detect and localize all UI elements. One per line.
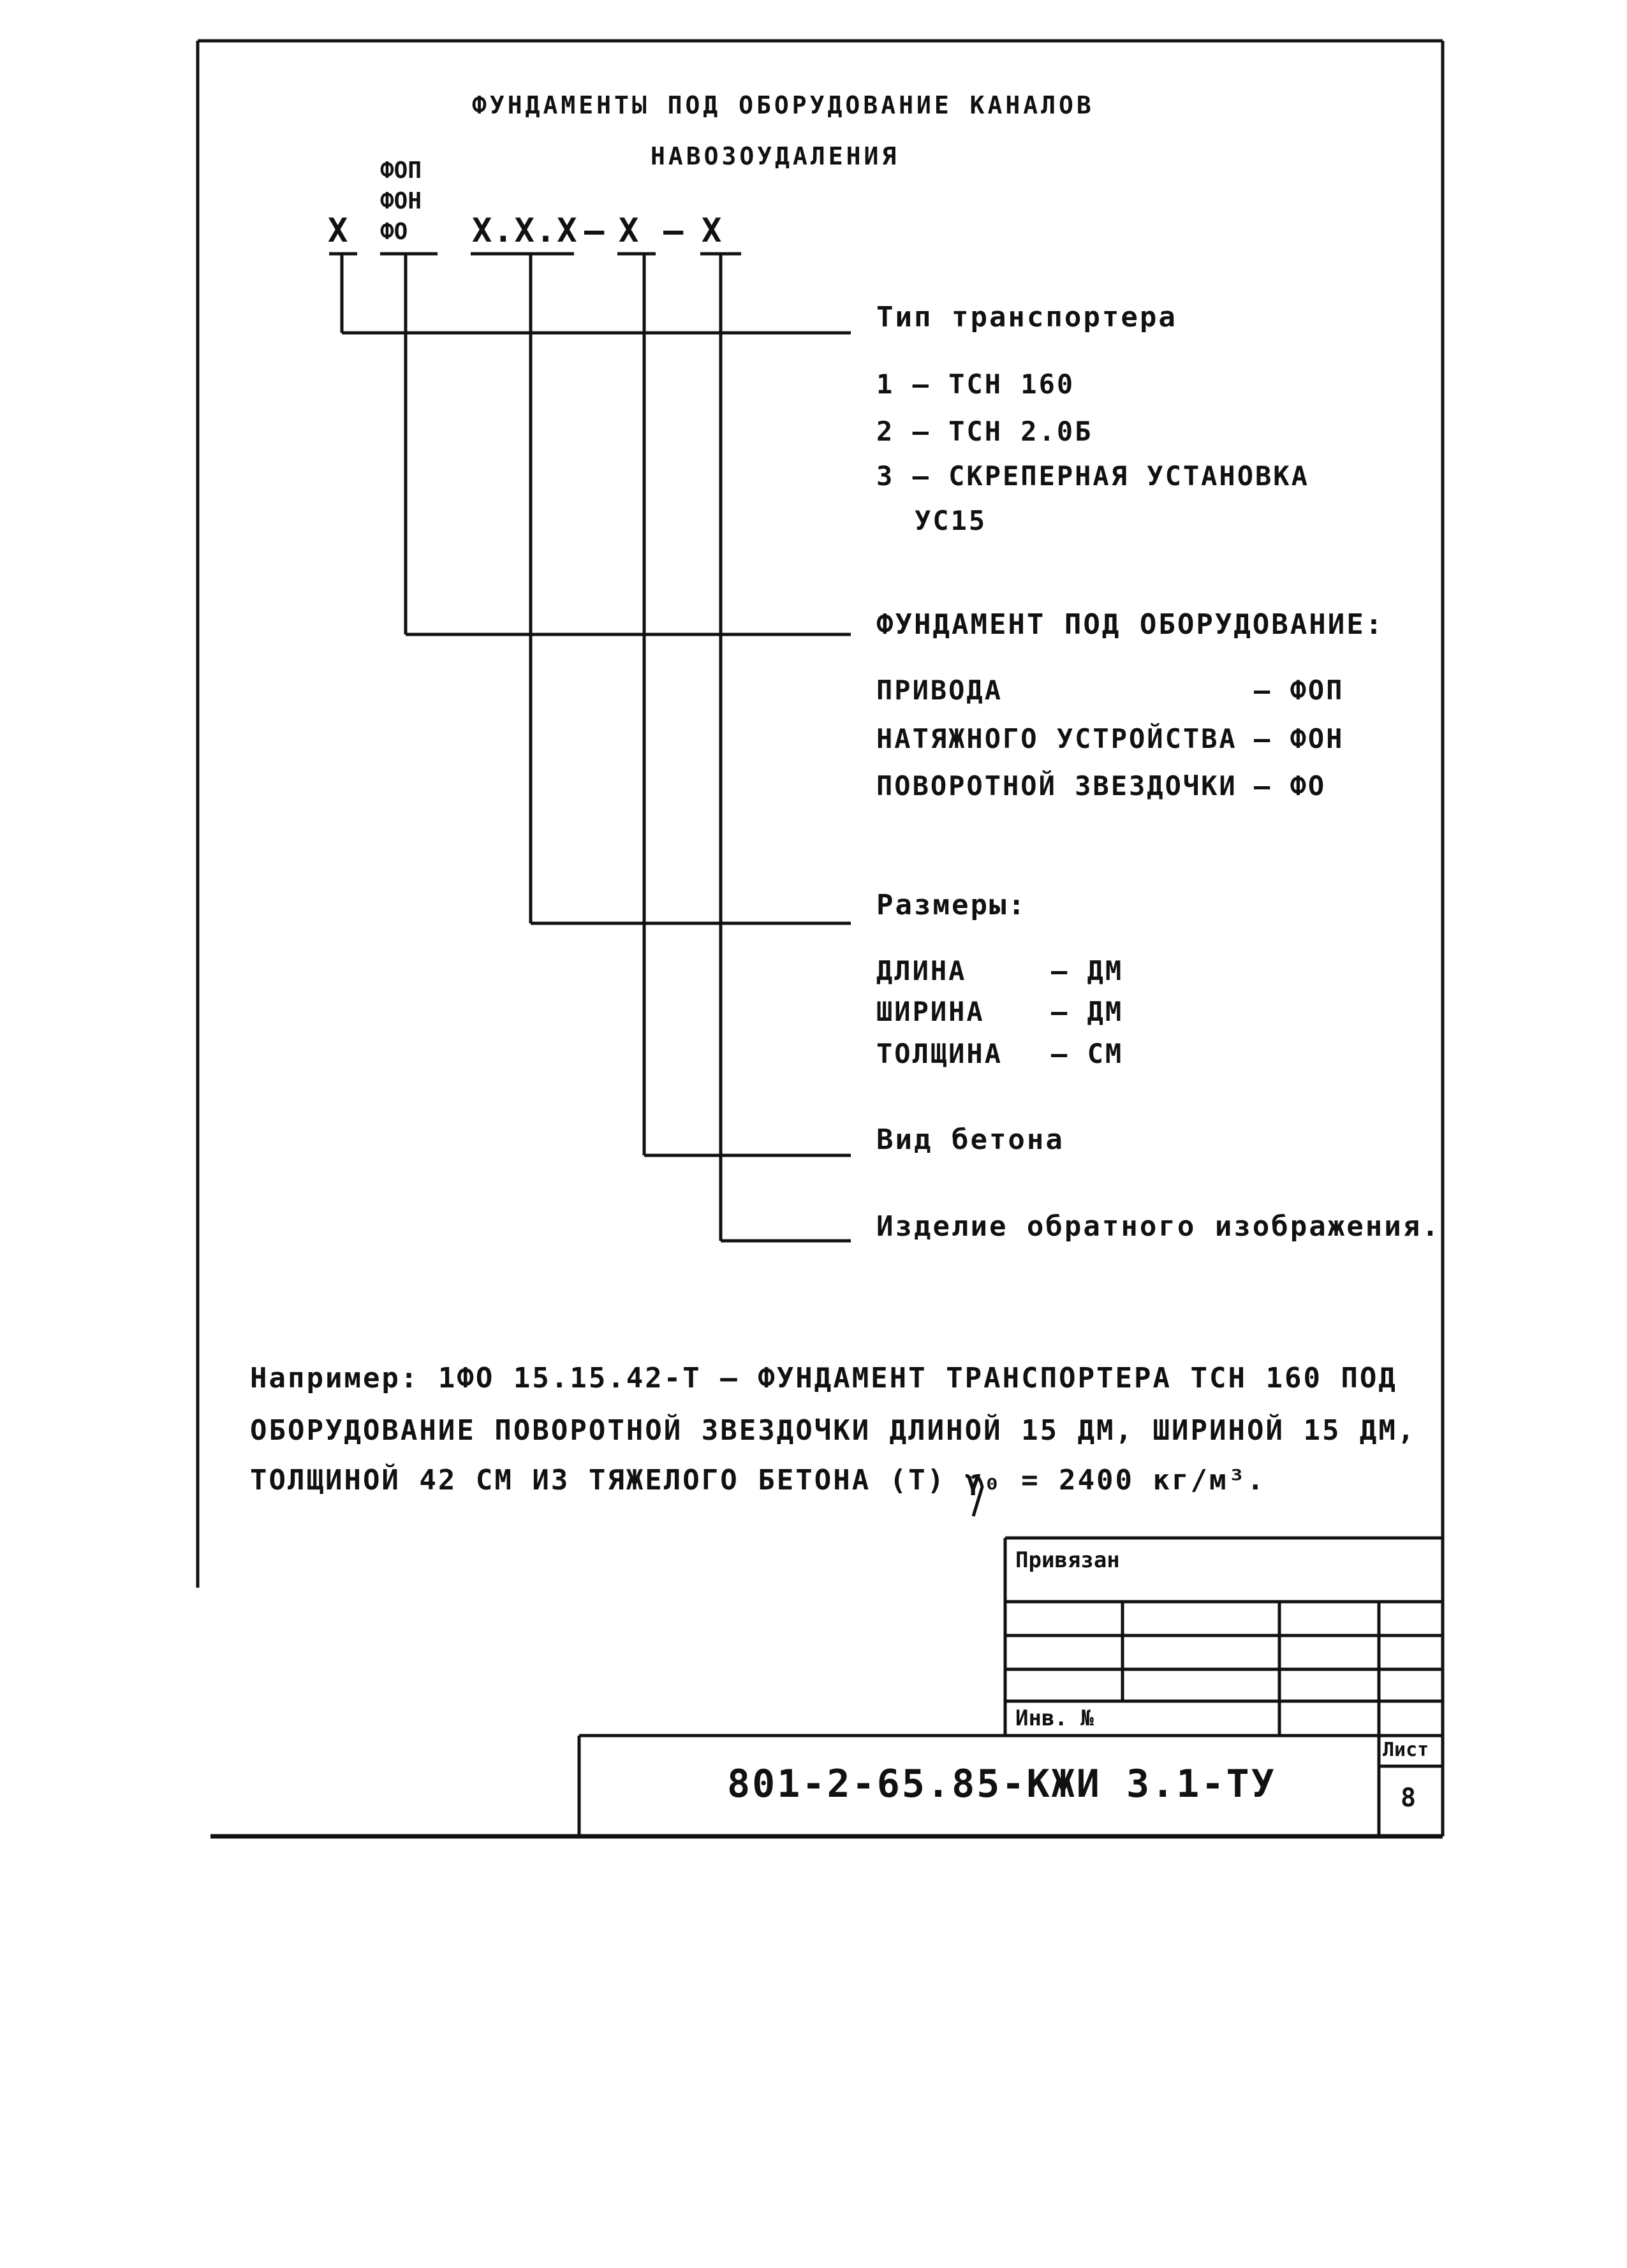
foundation-item-code: – ФОП xyxy=(1254,675,1344,706)
foundation-item-code: – ФО xyxy=(1254,770,1327,801)
size-item-unit: – СМ xyxy=(1051,1038,1124,1069)
code-dash-1: – xyxy=(584,212,606,250)
size-item-name: ТОЛЩИНА xyxy=(876,1038,1003,1069)
size-item-name: ШИРИНА xyxy=(876,996,985,1027)
code-mirror: Х xyxy=(702,212,723,250)
code-concrete: Х xyxy=(619,212,640,250)
document-number: 801-2-65.85-КЖИ 3.1-ТУ xyxy=(727,1762,1276,1806)
size-item-unit: – ДМ xyxy=(1051,996,1124,1027)
code-prefix: Х xyxy=(328,212,350,250)
example-line-1: Например: 1ФО 15.15.42-Т – ФУНДАМЕНТ ТРА… xyxy=(250,1362,1397,1394)
gamma-symbol xyxy=(971,1474,984,1517)
conveyor-item: УС15 xyxy=(915,505,987,536)
size-item-name: ДЛИНА xyxy=(876,955,967,986)
example-line-2: ОБОРУДОВАНИЕ ПОВОРОТНОЙ ЗВЕЗДОЧКИ ДЛИНОЙ… xyxy=(250,1414,1417,1447)
foundation-item-code: – ФОН xyxy=(1254,723,1344,754)
conveyor-item: 2 – ТСН 2.0Б xyxy=(876,416,1093,447)
sheet-label: Лист xyxy=(1383,1739,1429,1761)
conveyor-item: 1 – ТСН 160 xyxy=(876,369,1075,400)
size-item-unit: – ДМ xyxy=(1051,955,1124,986)
code-sizes: Х.Х.Х xyxy=(472,212,578,250)
code-dash-2: – xyxy=(663,212,685,250)
foundation-heading: ФУНДАМЕНТ ПОД ОБОРУДОВАНИЕ: xyxy=(876,608,1385,641)
example-line-3: ТОЛЩИНОЙ 42 СМ ИЗ ТЯЖЕЛОГО БЕТОНА (Т) γ₀… xyxy=(250,1464,1266,1496)
title-line-2: НАВОЗОУДАЛЕНИЯ xyxy=(651,142,900,170)
stamp-bound-label: Привязан xyxy=(1015,1547,1120,1573)
sizes-heading: Размеры: xyxy=(876,889,1027,921)
foundation-item-name: НАТЯЖНОГО УСТРОЙСТВА xyxy=(876,723,1237,754)
sheet-number: 8 xyxy=(1401,1783,1417,1813)
variant-fo: ФО xyxy=(380,219,408,245)
foundation-item-name: ПОВОРОТНОЙ ЗВЕЗДОЧКИ xyxy=(876,770,1237,801)
variant-fop: ФОП xyxy=(380,157,422,184)
stamp-inv-label: Инв. № xyxy=(1015,1706,1094,1731)
foundation-item-name: ПРИВОДА xyxy=(876,675,1003,706)
conveyor-item: 3 – СКРЕПЕРНАЯ УСТАНОВКА xyxy=(876,460,1309,492)
variant-fon: ФОН xyxy=(380,188,422,214)
title-line-1: ФУНДАМЕНТЫ ПОД ОБОРУДОВАНИЕ КАНАЛОВ xyxy=(472,91,1094,119)
conveyor-heading: Тип транспортера xyxy=(876,301,1177,333)
mirror-heading: Изделие обратного изображения. xyxy=(876,1210,1441,1243)
concrete-heading: Вид бетона xyxy=(876,1123,1064,1156)
